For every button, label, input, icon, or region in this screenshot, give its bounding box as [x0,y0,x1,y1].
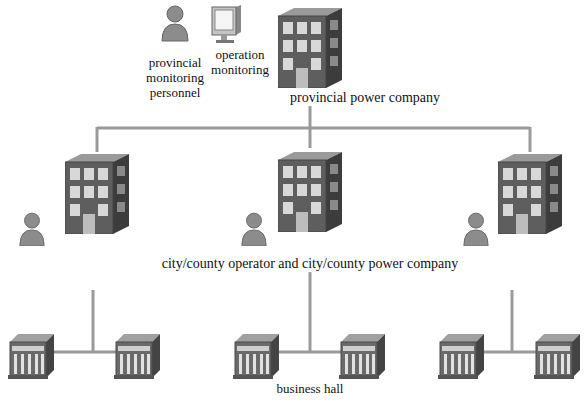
node-icon-shape [278,8,342,88]
building-icon [65,154,129,234]
person-icon [20,213,44,246]
tree-connector [309,272,312,328]
branch-line [309,328,312,352]
branch-line [54,351,116,354]
node-icon-shape [212,5,241,43]
node-label: operation monitoring [208,48,272,78]
branch-line [511,290,514,352]
hall-pair-icon [233,328,387,380]
hall-icon [339,334,385,379]
branch-line [279,351,341,354]
node-label: provincial monitoring personnel [137,56,213,101]
hall-icon [233,334,279,379]
tree-lines [54,127,536,352]
business-hall-node: business hall [233,328,387,397]
branch-line [92,290,95,352]
monitoring-node: operation monitoring [208,4,272,78]
city-company-node: city/county operator and city/county pow… [140,148,480,272]
hall-icon [8,334,54,379]
node-icon [278,148,342,232]
hall-icon [534,334,580,379]
node-icon-shape [278,152,342,232]
branch-line [96,127,99,152]
node-label: city/county operator and city/county pow… [140,256,480,272]
node-icon-shape [162,6,188,41]
hall-icon [114,334,160,379]
person-icon [242,213,266,246]
node-icon [160,4,190,42]
branch-line [484,351,536,354]
node-label: provincial power company [270,90,450,106]
provincial-company-node: provincial power company [270,4,450,106]
branch-line [529,127,532,152]
hall-icon [438,334,484,379]
bus-line [97,127,530,130]
node-icon [278,4,342,88]
personnel-node: provincial monitoring personnel [137,4,213,101]
tree-connector [309,106,312,148]
node-label: business hall [233,382,387,397]
node-icon [210,4,242,44]
person-icon [464,213,488,246]
building-icon [498,154,562,234]
